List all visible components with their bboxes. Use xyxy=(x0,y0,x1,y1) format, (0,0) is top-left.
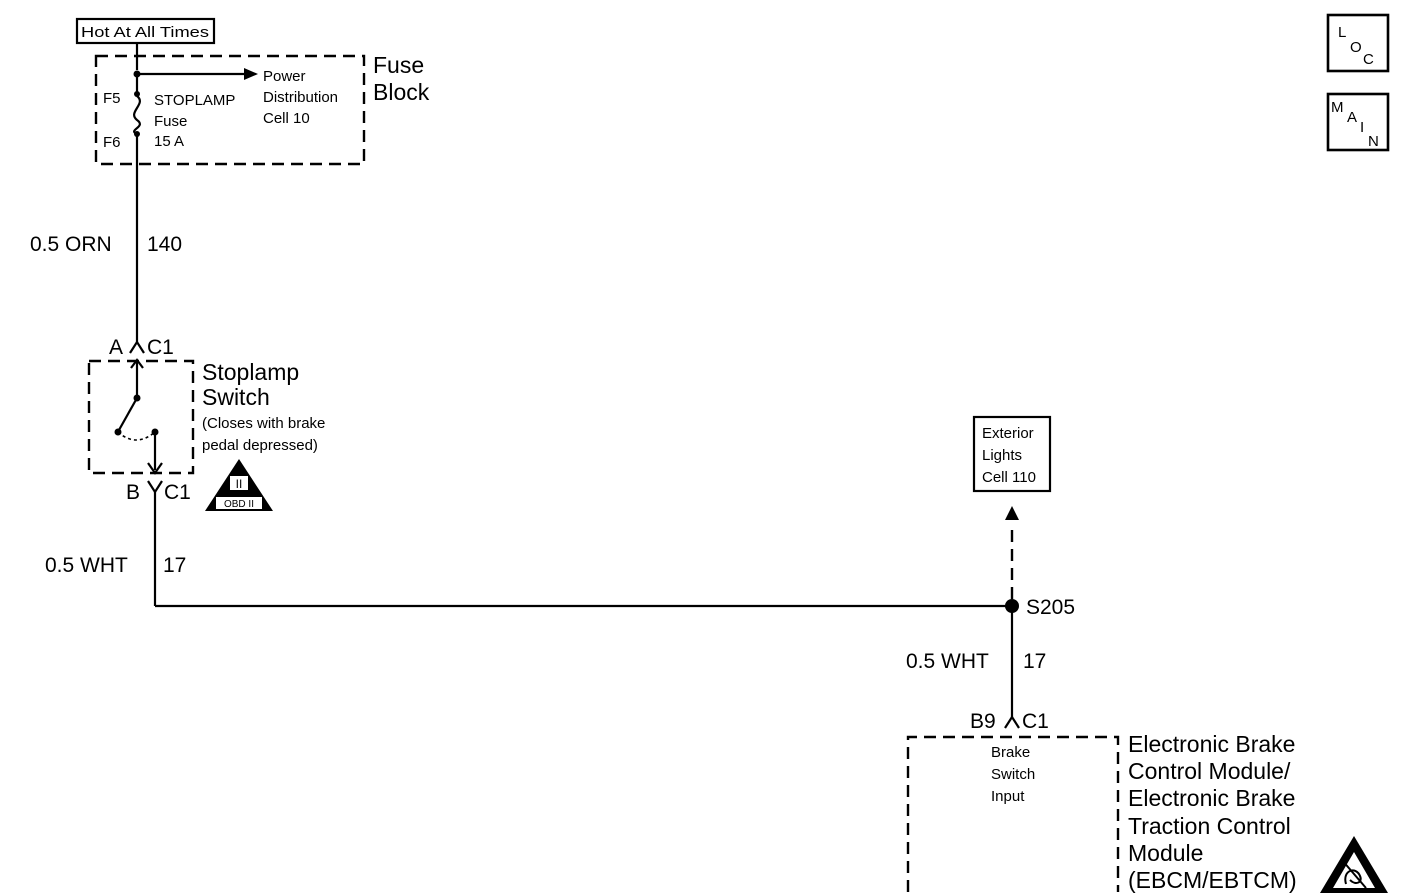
wire-17a-circuit-label: 17 xyxy=(163,554,186,577)
exterior-lights-line3: Cell 110 xyxy=(982,469,1036,486)
ebcm-name-line2: Control Module/ xyxy=(1128,758,1291,784)
splice-label: S205 xyxy=(1026,596,1075,619)
switch-conn-bottom-label: C1 xyxy=(164,481,191,504)
ebcm-input-line1: Brake xyxy=(991,744,1030,761)
ebcm-pin-label: B9 xyxy=(970,710,996,733)
obd-text-label: OBD II xyxy=(224,499,254,510)
ebcm-name-line6: (EBCM/EBTCM) xyxy=(1128,867,1297,893)
splice-s205: S205 xyxy=(1005,596,1075,619)
main-letter-i: I xyxy=(1360,119,1364,136)
main-letter-n: N xyxy=(1368,133,1379,150)
wire-140: 0.5 ORN 140 xyxy=(30,164,182,342)
main-letter-m: M xyxy=(1331,99,1344,116)
fuse-block-outline xyxy=(94,54,366,166)
obd-ii-icon: II OBD II xyxy=(205,459,273,511)
fuse-name-label: STOPLAMP xyxy=(154,92,235,109)
fuse-f5-label: F5 xyxy=(103,90,121,107)
exterior-lights-arrow xyxy=(1005,506,1019,520)
switch-pin-a-label: A xyxy=(109,336,123,359)
esd-warning-icon xyxy=(1320,836,1388,893)
fuse-f6-label: F6 xyxy=(103,134,121,151)
wire-17b-color-label: 0.5 WHT xyxy=(906,650,989,673)
switch-note-line2: pedal depressed) xyxy=(202,437,318,454)
stoplamp-switch: A C1 B C1 Stoplamp Switch (Closes with b… xyxy=(87,336,325,511)
ebcm-outline xyxy=(906,735,1120,892)
wire-140-color-label: 0.5 ORN xyxy=(30,233,112,256)
switch-blade xyxy=(118,397,138,431)
switch-pin-b-label: B xyxy=(126,481,140,504)
switch-title-line2: Switch xyxy=(202,384,270,410)
power-distribution-line1: Power xyxy=(263,68,306,85)
stoplamp-fuse-symbol xyxy=(133,95,141,136)
switch-note-line1: (Closes with brake xyxy=(202,415,325,432)
loc-letter-l: L xyxy=(1338,24,1346,41)
loc-letter-c: C xyxy=(1363,51,1374,68)
ebcm-input-line3: Input xyxy=(991,788,1025,805)
fuse-block: F5 F6 STOPLAMP Fuse 15 A Power Distribut… xyxy=(94,43,430,166)
main-button[interactable]: M A I N xyxy=(1326,92,1390,152)
stoplamp-switch-outline xyxy=(87,359,195,475)
ebcm-name-line1: Electronic Brake xyxy=(1128,731,1295,757)
fuse-block-title-line2: Block xyxy=(373,79,430,105)
wire-17-switch-to-splice: 0.5 WHT 17 xyxy=(45,492,1012,608)
hot-at-all-times-text: Hot At All Times xyxy=(81,24,209,41)
ebcm-name-line3: Electronic Brake xyxy=(1128,785,1295,811)
ebcm-input-line2: Switch xyxy=(991,766,1035,783)
fuse-rating-label: 15 A xyxy=(154,133,184,150)
ebcm-conn-label: C1 xyxy=(1022,710,1049,733)
ebcm-module: B9 C1 Brake Switch Input Electronic Brak… xyxy=(906,710,1388,893)
obd-roman-label: II xyxy=(236,477,243,491)
connector-c1-top-symbol xyxy=(129,339,145,354)
fuse-block-title-line1: Fuse xyxy=(373,52,424,78)
switch-title-line1: Stoplamp xyxy=(202,359,299,385)
ebcm-name-line4: Traction Control xyxy=(1128,813,1291,839)
power-distribution-line2: Distribution xyxy=(263,89,338,106)
wire-140-circuit-label: 140 xyxy=(147,233,182,256)
exterior-lights-line2: Lights xyxy=(982,447,1022,464)
loc-button[interactable]: L O C xyxy=(1326,13,1390,73)
main-letter-a: A xyxy=(1347,109,1357,126)
exterior-lights-line1: Exterior xyxy=(982,425,1034,442)
wire-17-splice-to-ebcm: 0.5 WHT 17 xyxy=(906,606,1046,717)
wire-17b-circuit-label: 17 xyxy=(1023,650,1046,673)
loc-letter-o: O xyxy=(1350,39,1362,56)
power-distribution-arrow xyxy=(244,68,258,80)
wire-17a-color-label: 0.5 WHT xyxy=(45,554,128,577)
ebcm-name-line5: Module xyxy=(1128,840,1203,866)
ebcm-connector-symbol xyxy=(1004,714,1020,729)
hot-at-all-times-label: Hot At All Times xyxy=(75,17,216,45)
exterior-lights-link[interactable]: Exterior Lights Cell 110 xyxy=(972,415,1052,599)
fuse-word-label: Fuse xyxy=(154,113,187,130)
connector-c1-bottom-symbol xyxy=(147,480,163,495)
power-distribution-line3: Cell 10 xyxy=(263,110,310,127)
switch-conn-top-label: C1 xyxy=(147,336,174,359)
